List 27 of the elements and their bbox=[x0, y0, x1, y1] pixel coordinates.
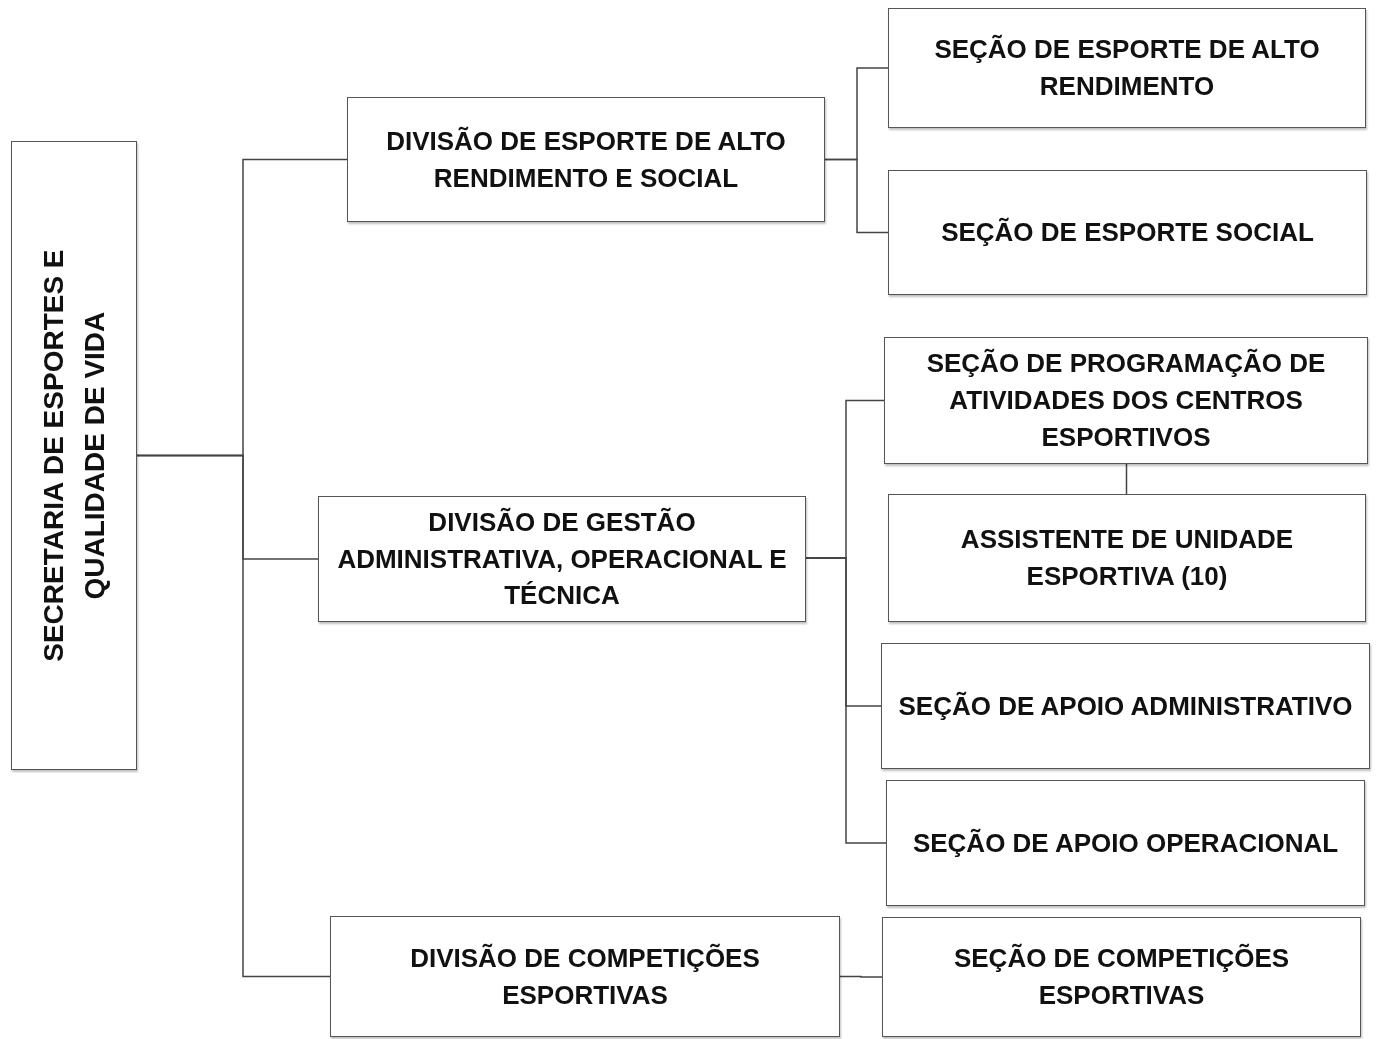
unit-name: SEÇÃO DE ESPORTE SOCIAL bbox=[941, 216, 1314, 250]
org-box bbox=[882, 917, 1361, 1037]
connector-line bbox=[136, 454, 331, 978]
unit-name: SEÇÃO DE PROGRAMAÇÃO DE ATIVIDADES DOS CENTROS ESPORTIVOS bbox=[925, 347, 1327, 454]
unit-name: SEÇÃO DE COMPETIÇÕES ESPORTIVAS bbox=[952, 942, 1291, 1012]
org-box bbox=[881, 643, 1370, 769]
unit-name: SEÇÃO DE ESPORTE DE ALTO RENDIMENTO bbox=[933, 33, 1321, 103]
unit-name: SECRETARIA DE ESPORTES E QUALIDADE DE VIDA bbox=[36, 248, 111, 664]
unit-name: SEÇÃO DE APOIO ADMINISTRATIVO bbox=[898, 689, 1353, 723]
unit-name: ASSISTENTE DE UNIDADE ESPORTIVA (10) bbox=[959, 523, 1295, 593]
unit-name: DIVISÃO DE COMPETIÇÕES ESPORTIVAS bbox=[409, 941, 761, 1012]
org-box bbox=[886, 780, 1365, 906]
org-box bbox=[11, 141, 137, 770]
org-box bbox=[330, 916, 840, 1037]
unit-name: SEÇÃO DE APOIO OPERACIONAL bbox=[912, 826, 1339, 860]
org-box bbox=[318, 496, 806, 622]
unit-name: DIVISÃO DE ESPORTE DE ALTO RENDIMENTO E SOCIAL bbox=[385, 124, 787, 195]
connector-line bbox=[839, 975, 883, 978]
org-box bbox=[888, 170, 1367, 295]
org-box bbox=[884, 337, 1368, 464]
org-box bbox=[347, 97, 825, 222]
org-box bbox=[888, 8, 1366, 128]
connector-line bbox=[805, 557, 887, 844]
unit-name: DIVISÃO DE GESTÃO ADMINISTRATIVA, OPERACIONAL E TÉCNICA bbox=[336, 505, 788, 613]
org-box bbox=[888, 494, 1366, 622]
connector-line bbox=[824, 158, 889, 234]
connector-line bbox=[1125, 463, 1128, 495]
